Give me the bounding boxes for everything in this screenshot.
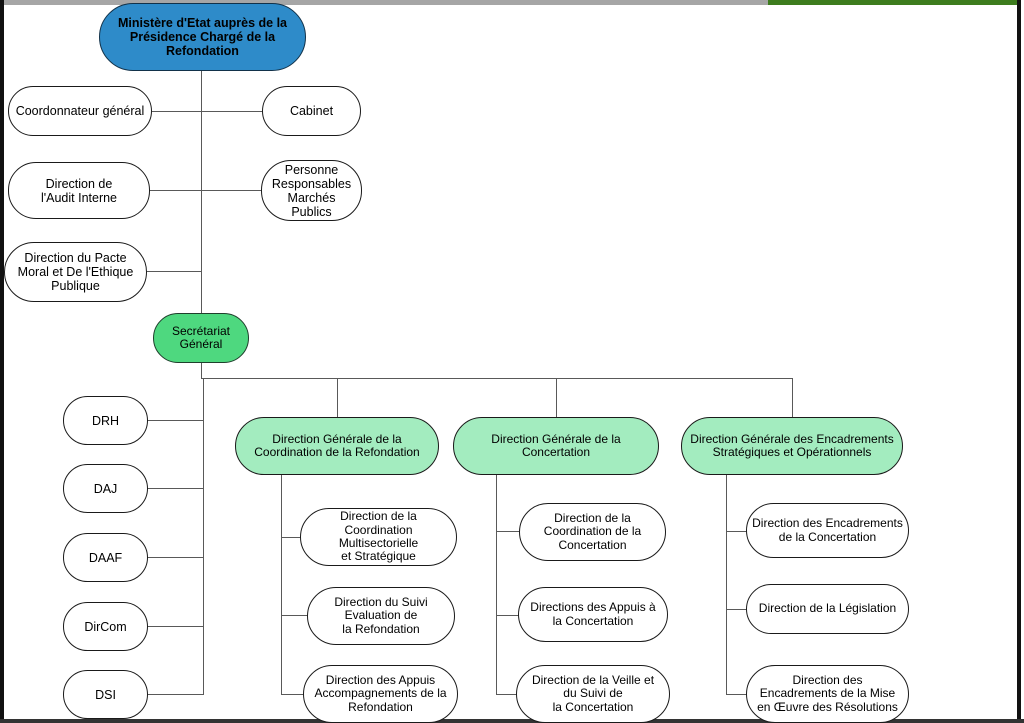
window-top-bar-accent — [768, 0, 1017, 5]
connector-dg2-drop — [556, 378, 557, 418]
connector-dg-bus — [201, 378, 793, 379]
connector-dg2c — [496, 694, 521, 695]
connector-dg3b — [726, 609, 748, 610]
node-direction-coordination-multisectorielle[interactable]: Direction de la Coordination Multisector… — [300, 508, 457, 566]
node-direction-generale-encadrements-strategiques[interactable]: Direction Générale des Encadrements Stra… — [681, 417, 903, 475]
connector-dg1-drop — [337, 378, 338, 418]
node-dsi[interactable]: DSI — [63, 670, 148, 719]
connector-daj — [147, 488, 204, 489]
connector-dg1b — [281, 615, 308, 616]
connector-dg1c — [281, 694, 308, 695]
connector-root-row3 — [147, 271, 202, 272]
node-drh[interactable]: DRH — [63, 396, 148, 445]
node-direction-coordination-concertation[interactable]: Direction de la Coordination de la Conce… — [519, 503, 666, 561]
node-direction-veille-suivi-concertation[interactable]: Direction de la Veille et du Suivi de la… — [516, 665, 670, 723]
node-direction-generale-concertation[interactable]: Direction Générale de la Concertation — [453, 417, 659, 475]
node-cabinet[interactable]: Cabinet — [262, 86, 361, 136]
connector-dsi — [147, 694, 204, 695]
connector-dg3a — [726, 531, 748, 532]
connector-drh — [147, 420, 204, 421]
connector-daaf — [147, 557, 204, 558]
node-direction-appuis-accompagnements-refondation[interactable]: Direction des Appuis Accompagnements de … — [303, 665, 458, 723]
connector-dg1a — [281, 537, 308, 538]
node-direction-generale-coordination-refondation[interactable]: Direction Générale de la Coordination de… — [235, 417, 439, 475]
node-direction-suivi-evaluation-refondation[interactable]: Direction du Suivi Evaluation de la Refo… — [307, 587, 455, 645]
connector-dg3-spine — [726, 474, 727, 694]
connector-root-trunk — [201, 70, 202, 318]
window-top-bar — [0, 0, 768, 5]
node-direction-pacte-moral[interactable]: Direction du Pacte Moral et De l'Ethique… — [4, 242, 147, 302]
frame-border-left — [0, 0, 4, 723]
node-dircom[interactable]: DirCom — [63, 602, 148, 651]
node-coordonnateur-general[interactable]: Coordonnateur général — [8, 86, 152, 136]
node-direction-audit-interne[interactable]: Direction de l'Audit Interne — [8, 162, 150, 219]
connector-sg-trunk — [201, 362, 202, 379]
connector-dg1-spine — [281, 474, 282, 694]
node-direction-legislation[interactable]: Direction de la Législation — [746, 584, 909, 634]
node-secretariat-general[interactable]: Secrétariat Général — [153, 313, 249, 363]
connector-root-row2 — [150, 190, 263, 191]
connector-root-row1 — [152, 111, 263, 112]
node-daaf[interactable]: DAAF — [63, 533, 148, 582]
connector-dg3c — [726, 694, 748, 695]
connector-dircom — [147, 626, 204, 627]
connector-dg3-drop — [792, 378, 793, 418]
frame-border-right — [1017, 0, 1021, 723]
connector-dg2b — [496, 615, 521, 616]
connector-dg2-spine — [496, 474, 497, 694]
node-personne-responsables-marches-publics[interactable]: Personne Responsables Marchés Publics — [261, 160, 362, 221]
node-ministere-detat[interactable]: Ministère d'Etat auprès de la Présidence… — [99, 3, 306, 71]
frame-border-bottom — [0, 719, 1024, 723]
node-direction-encadrements-concertation[interactable]: Direction des Encadrements de la Concert… — [746, 503, 909, 558]
node-daj[interactable]: DAJ — [63, 464, 148, 513]
node-direction-encadrements-mise-en-oeuvre-resolutions[interactable]: Direction des Encadrements de la Mise en… — [746, 665, 909, 723]
node-directions-appuis-concertation[interactable]: Directions des Appuis à la Concertation — [518, 587, 668, 642]
connector-support-spine — [203, 378, 204, 694]
connector-dg2a — [496, 531, 521, 532]
